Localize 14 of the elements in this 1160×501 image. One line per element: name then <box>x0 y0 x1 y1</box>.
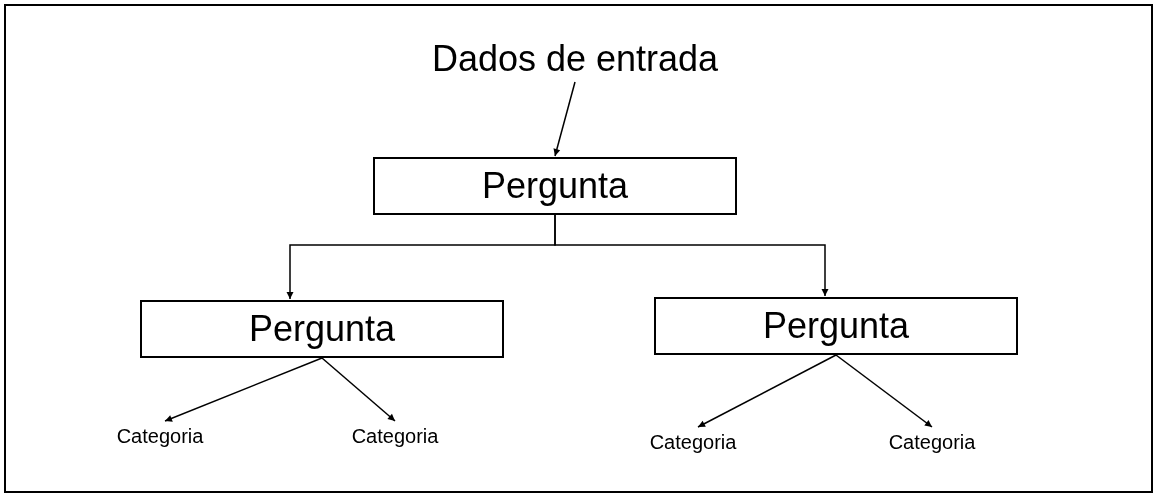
arrow <box>553 81 576 157</box>
category-label: Categoria <box>116 424 204 448</box>
question-box: Pergunta <box>140 300 504 358</box>
category-label: Categoria <box>888 430 976 454</box>
category-label: Categoria <box>351 424 439 448</box>
category-label: Categoria <box>649 430 737 454</box>
question-box: Pergunta <box>654 297 1018 355</box>
arrow <box>321 357 396 422</box>
arrow <box>835 354 933 428</box>
question-box: Pergunta <box>373 157 737 215</box>
arrow <box>554 214 829 297</box>
arrow <box>697 354 837 428</box>
input-label: Dados de entrada <box>431 38 719 80</box>
arrow <box>164 357 323 422</box>
